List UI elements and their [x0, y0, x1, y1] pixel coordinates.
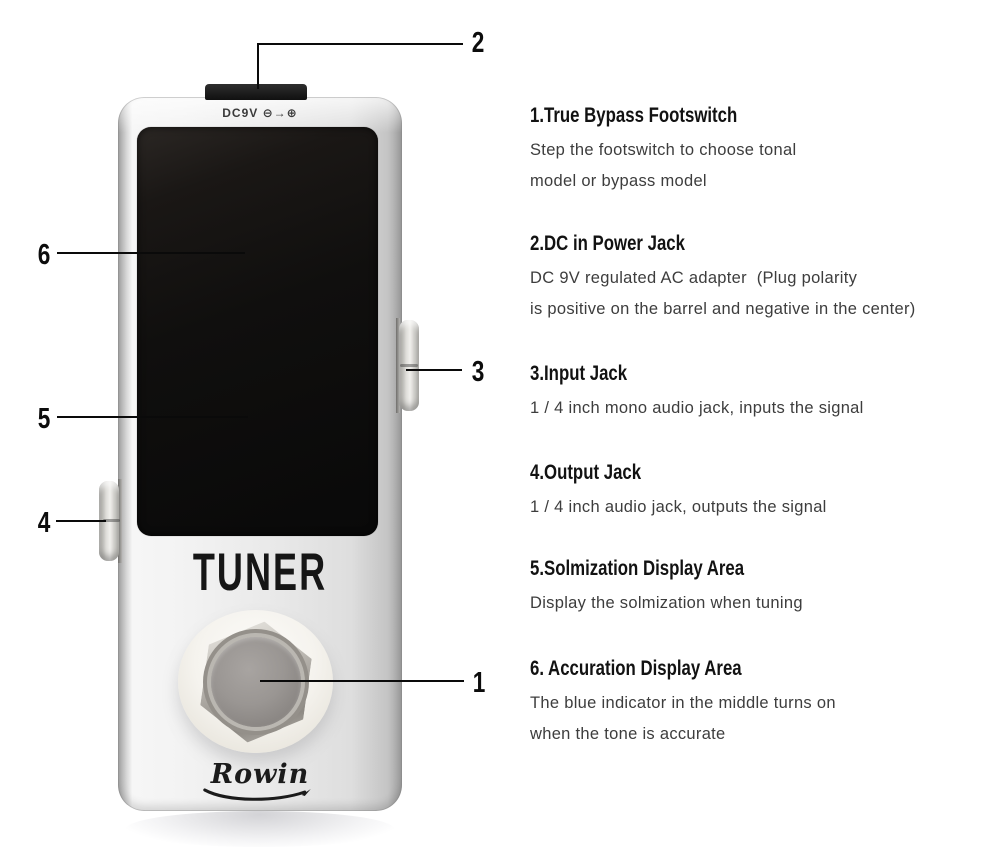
- section-input-jack: 3.Input Jack 1 / 4 inch mono audio jack,…: [530, 362, 996, 424]
- brand-logo-swoosh-icon: [203, 788, 311, 801]
- callout-line-solmization-display: [57, 416, 248, 418]
- section-line: DC 9V regulated AC adapter (Plug polarit…: [530, 269, 858, 287]
- section-line: when the tone is accurate: [530, 725, 726, 743]
- section-line: Display the solmization when tuning: [530, 594, 803, 612]
- section-heading: 5.Solmization Display Area: [530, 557, 745, 580]
- model-name-label: TUNER: [192, 543, 328, 602]
- output-jack: [99, 479, 122, 563]
- output-jack-plate: [118, 479, 122, 563]
- callout-line-input-jack: [406, 369, 462, 371]
- section-dc-in-power-jack: 2.DC in Power Jack DC 9V regulated AC ad…: [530, 232, 996, 325]
- section-heading: 4.Output Jack: [530, 461, 642, 484]
- input-jack-barrel: [399, 320, 419, 411]
- section-solmization-display-area: 5.Solmization Display Area Display the s…: [530, 557, 996, 619]
- callout-line-dc-power-jack-vertical: [257, 43, 259, 89]
- section-output-jack: 4.Output Jack 1 / 4 inch audio jack, out…: [530, 461, 996, 523]
- callout-number-dc-power-jack: 2: [471, 27, 485, 59]
- section-line: is positive on the barrel and negative i…: [530, 300, 916, 318]
- callout-number-accuration-display: 6: [37, 239, 51, 271]
- callout-line-output-jack: [56, 520, 106, 522]
- section-line: Step the footswitch to choose tonal: [530, 141, 797, 159]
- dc-power-jack: [205, 84, 307, 100]
- section-heading: 6. Accuration Display Area: [530, 657, 742, 680]
- section-heading: 3.Input Jack: [530, 362, 628, 385]
- section-line: 1 / 4 inch mono audio jack, inputs the s…: [530, 399, 864, 417]
- pedal-reflection: [126, 811, 394, 847]
- section-heading: 1.True Bypass Footswitch: [530, 104, 738, 127]
- input-jack: [396, 318, 420, 413]
- callout-number-output-jack: 4: [37, 507, 51, 539]
- callout-number-solmization-display: 5: [37, 403, 51, 435]
- section-accuration-display-area: 6. Accuration Display Area The blue indi…: [530, 657, 996, 750]
- section-heading: 2.DC in Power Jack: [530, 232, 685, 255]
- callout-line-footswitch: [260, 680, 464, 682]
- brand-logo-text: Rowin: [210, 759, 310, 790]
- callout-number-input-jack: 3: [471, 356, 485, 388]
- section-line: 1 / 4 inch audio jack, outputs the signa…: [530, 498, 827, 516]
- input-jack-seam: [400, 363, 418, 367]
- section-line: model or bypass model: [530, 172, 707, 190]
- tuner-pedal: DC9V ⊖→⊕ TUNER Rowin: [99, 84, 419, 811]
- callout-line-accuration-display: [57, 252, 245, 254]
- input-jack-plate: [396, 318, 400, 413]
- output-jack-seam: [103, 519, 120, 523]
- callout-line-dc-power-jack: [257, 43, 463, 45]
- section-line: The blue indicator in the middle turns o…: [530, 694, 836, 712]
- brand-logo: Rowin: [118, 759, 402, 801]
- polarity-label: DC9V ⊖→⊕: [222, 106, 298, 120]
- tuner-display-screen: [137, 127, 378, 536]
- output-jack-barrel: [99, 481, 119, 561]
- section-true-bypass-footswitch: 1.True Bypass Footswitch Step the footsw…: [530, 104, 996, 197]
- callout-number-footswitch: 1: [472, 667, 486, 699]
